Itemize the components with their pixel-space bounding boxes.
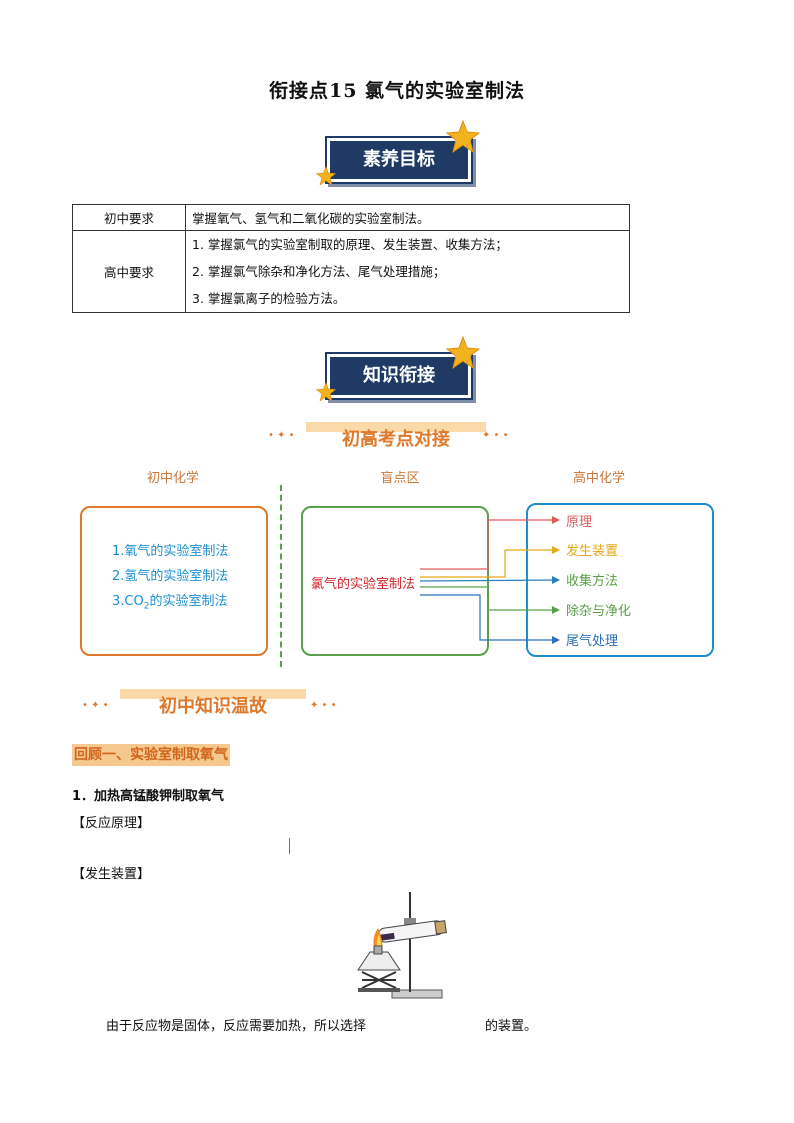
item-heading: 1．加热高锰酸钾制取氧气 bbox=[72, 789, 225, 804]
list-item: 尾气处理 bbox=[566, 634, 619, 649]
col-title-senior: 高中化学 bbox=[572, 471, 625, 486]
list-item: 发生装置 bbox=[566, 544, 619, 559]
fill-in-sentence-part-b: 的装置。 bbox=[485, 1019, 538, 1034]
list-item: 3. 掌握氯离子的检验方法。 bbox=[192, 291, 346, 306]
dot-icon: • ✦ • bbox=[268, 430, 295, 441]
badge-knowledge-link: 知识衔接 bbox=[327, 354, 471, 398]
list-item: 原理 bbox=[566, 515, 593, 530]
list-item: 3.CO2的实验室制法 bbox=[112, 594, 228, 612]
badge-label: 素养目标 bbox=[327, 138, 471, 182]
star-icon bbox=[446, 120, 480, 154]
dot-icon: ✦ • • bbox=[310, 700, 337, 711]
requirements-table: 初中要求 掌握氧气、氢气和二氧化碳的实验室制法。 高中要求 1. 掌握氯气的实验… bbox=[72, 204, 630, 313]
blank-field[interactable] bbox=[392, 1029, 480, 1030]
text-cursor bbox=[289, 838, 290, 854]
list-item: 2.氢气的实验室制法 bbox=[112, 569, 229, 584]
page-title: 衔接点15 氯气的实验室制法 bbox=[268, 80, 526, 102]
badge-label: 知识衔接 bbox=[327, 354, 471, 398]
ribbon-text: 初中知识温故 bbox=[159, 696, 267, 717]
star-icon bbox=[446, 336, 480, 370]
badge-literacy-goals: 素养目标 bbox=[327, 138, 471, 182]
junior-box: 1.氧气的实验室制法 2.氢气的实验室制法 3.CO2的实验室制法 bbox=[80, 506, 268, 656]
ribbon-text: 初高考点对接 bbox=[342, 429, 450, 450]
star-icon bbox=[316, 166, 336, 186]
list-item: 2. 掌握氯气除杂和净化方法、尾气处理措施； bbox=[192, 264, 446, 279]
dot-icon: ✦ • • bbox=[482, 430, 509, 441]
list-item: 1.氧气的实验室制法 bbox=[112, 544, 229, 559]
connector-arrows bbox=[419, 516, 560, 644]
apparatus-illustration bbox=[357, 892, 447, 999]
ribbon-header: 初高考点对接 • ✦ • ✦ • • bbox=[262, 422, 530, 452]
list-item: 1. 掌握氯气的实验室制取的原理、发生装置、收集方法； bbox=[192, 237, 508, 252]
row-label-senior: 高中要求 bbox=[72, 230, 186, 313]
list-item: 除杂与净化 bbox=[566, 604, 632, 619]
col-title-junior: 初中化学 bbox=[146, 471, 199, 486]
fill-in-sentence-part-a: 由于反应物是固体，反应需要加热，所以选择 bbox=[106, 1019, 367, 1034]
blind-text: 氯气的实验室制法 bbox=[311, 577, 416, 592]
col-title-blind: 盲点区 bbox=[380, 471, 420, 486]
label-principle: 【反应原理】 bbox=[72, 816, 151, 831]
label-device: 【发生装置】 bbox=[72, 867, 151, 882]
divider bbox=[280, 485, 282, 667]
list-item: 收集方法 bbox=[566, 574, 619, 589]
dot-icon: • ✦ • bbox=[82, 700, 109, 711]
row-label-junior: 初中要求 bbox=[72, 204, 186, 231]
row-text-junior: 掌握氧气、氢气和二氧化碳的实验室制法。 bbox=[185, 204, 630, 231]
ribbon-header: 初中知识温故 • ✦ • ✦ • • bbox=[78, 689, 358, 722]
star-icon bbox=[316, 382, 336, 402]
section-heading: 回顾一、实验室制取氧气 bbox=[72, 744, 230, 766]
